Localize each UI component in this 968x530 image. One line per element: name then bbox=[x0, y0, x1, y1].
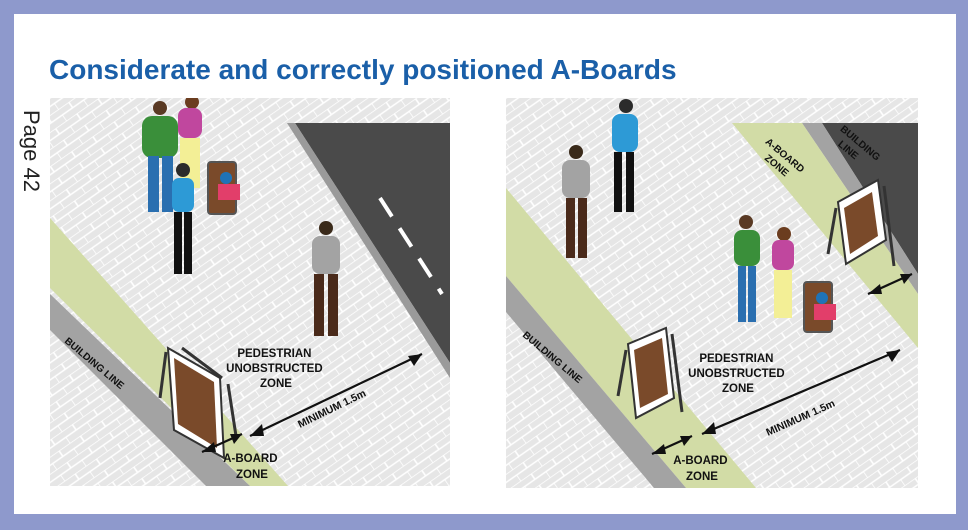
left-illustration: BUILDING LINE PEDESTRIAN UNOBSTRUCTED ZO… bbox=[50, 98, 450, 486]
pedestrian-zone-line-3: ZONE bbox=[260, 378, 292, 390]
pedestrian-zone-line-2: UNOBSTRUCTED bbox=[226, 363, 322, 375]
right-illustration: BUILDING LINE BUILDING LINE A-BOARD ZONE… bbox=[506, 98, 918, 488]
pedestrian-zone-line-3: ZONE bbox=[722, 383, 754, 395]
aboard-zone-line-1: A-BOARD bbox=[223, 453, 277, 465]
page-number-label: Page 42 bbox=[18, 110, 44, 192]
aboard-zone-bottom-2: ZONE bbox=[686, 471, 718, 483]
pedestrian-zone-line-2: UNOBSTRUCTED bbox=[688, 368, 784, 380]
aboard-zone-line-2: ZONE bbox=[236, 469, 268, 481]
pedestrian-zone-line-1: PEDESTRIAN bbox=[699, 353, 773, 365]
pedestrian-zone-line-1: PEDESTRIAN bbox=[237, 348, 311, 360]
aboard-zone-bottom-1: A-BOARD bbox=[673, 455, 727, 467]
page-title: Considerate and correctly positioned A-B… bbox=[49, 54, 677, 86]
